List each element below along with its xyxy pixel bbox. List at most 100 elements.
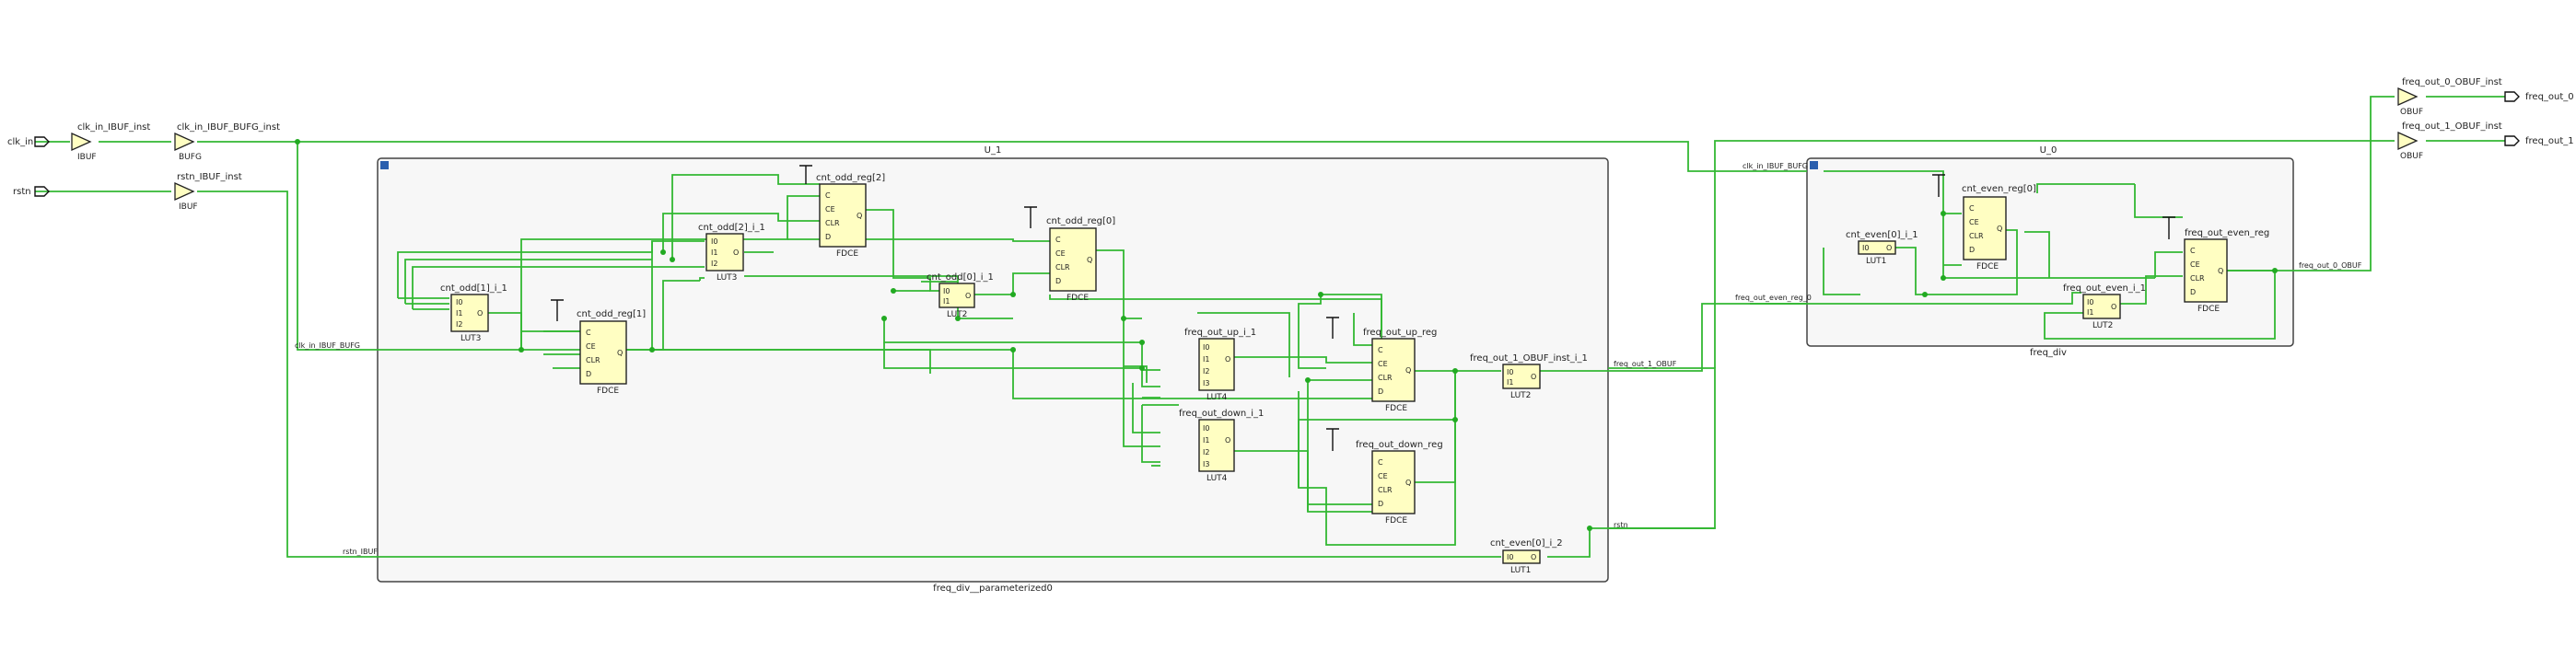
pin-label: Q: [1087, 256, 1092, 264]
pin-label: D: [1969, 246, 1975, 254]
hier-u0-instance-label: U_0: [2040, 145, 2057, 156]
pin-label: O: [2111, 303, 2116, 311]
pin-label: D: [2190, 288, 2196, 296]
pin-label: CLR: [825, 219, 840, 227]
pin-label: Q: [1405, 479, 1411, 487]
pin-label: I1: [711, 248, 717, 257]
cell-type: FDCE: [1976, 262, 1999, 272]
pin-label: I0: [943, 287, 950, 295]
cell-type: LUT3: [460, 334, 481, 343]
port-clk-in[interactable]: clk_in: [7, 136, 50, 147]
pin-label: I1: [943, 297, 950, 306]
pin-label: I0: [1203, 343, 1209, 352]
hier-expand-icon[interactable]: [380, 161, 389, 169]
port-clk-in-label: clk_in: [7, 137, 33, 147]
pin-label: CLR: [1378, 374, 1393, 382]
junction-dots: [295, 139, 2278, 531]
cell-name: cnt_odd[0]_i_1: [927, 272, 994, 283]
cell-name: freq_out_0_OBUF_inst: [2402, 77, 2502, 87]
cell-obuf-0[interactable]: freq_out_0_OBUF_inst OBUF: [2397, 77, 2502, 117]
pin-label: D: [1055, 277, 1061, 285]
cell-cnt-even-0-i1[interactable]: cnt_even[0]_i_1 I0 O LUT1: [1846, 230, 1918, 266]
cell-name: cnt_even[0]_i_2: [1490, 538, 1563, 549]
pin-label: I1: [456, 309, 462, 318]
output-port-icon: [2504, 91, 2520, 102]
pin-label: CE: [1378, 472, 1388, 480]
cell-name: rstn_IBUF_inst: [177, 172, 242, 182]
pin-label: I0: [1507, 368, 1513, 376]
net-label-rstn: rstn: [1614, 521, 1628, 529]
pin-label: I0: [1862, 244, 1869, 252]
cell-freq-out-up-reg[interactable]: freq_out_up_reg C CE CLR D Q FDCE: [1326, 317, 1437, 413]
pin-label: O: [1531, 373, 1536, 381]
buffer-icon: [71, 132, 92, 152]
cell-clk-bufg[interactable]: clk_in_IBUF_BUFG_inst BUFG: [174, 122, 280, 162]
port-freq-out-1-label: freq_out_1: [2525, 136, 2574, 146]
cell-freq-out-up-i1[interactable]: freq_out_up_i_1 I0 I1 I2 I3 O LUT4: [1184, 328, 1256, 402]
cell-name: cnt_odd_reg[1]: [577, 309, 646, 319]
port-rstn-label: rstn: [13, 187, 31, 197]
port-freq-out-1[interactable]: freq_out_1: [2504, 135, 2574, 146]
pin-label: I2: [1203, 448, 1209, 456]
pin-label: C: [586, 329, 591, 337]
pin-label: CE: [1378, 360, 1388, 368]
cell-freq-out-1-obuf-i1[interactable]: freq_out_1_OBUF_inst_i_1 I0 I1 O LUT2: [1470, 353, 1588, 400]
pin-label: CLR: [1969, 232, 1984, 240]
net-label-rst: rstn_IBUF: [343, 548, 378, 556]
cell-cnt-odd-1-i1[interactable]: cnt_odd[1]_i_1 I0 I1 I2 O LUT3: [440, 283, 507, 343]
pin-label: CE: [825, 205, 835, 214]
cell-type: FDCE: [597, 387, 619, 396]
cell-cnt-odd-reg-2[interactable]: cnt_odd_reg[2] C CE CLR D Q FDCE: [799, 165, 885, 259]
hier-block-u1[interactable]: U_1 freq_div__parameterized0: [377, 145, 1609, 594]
cell-freq-out-even-i1[interactable]: freq_out_even_i_1 I0 I1 O LUT2: [2063, 283, 2146, 330]
pin-label: Q: [2218, 267, 2223, 275]
cell-freq-out-down-reg[interactable]: freq_out_down_reg C CE CLR D Q FDCE: [1326, 428, 1443, 526]
cell-type: FDCE: [2197, 305, 2220, 314]
pin-label: I2: [456, 320, 462, 329]
pin-label: Q: [1405, 366, 1411, 375]
cell-cnt-odd-reg-0[interactable]: cnt_odd_reg[0] C CE CLR D Q FDCE: [1024, 206, 1115, 303]
pin-label: D: [1378, 387, 1383, 396]
pin-label: C: [1378, 458, 1383, 467]
wire-network: [35, 96, 2505, 558]
cell-cnt-even-0-i2[interactable]: cnt_even[0]_i_2 I0 O LUT1: [1490, 538, 1563, 575]
pin-label: Q: [617, 349, 623, 357]
pin-label: I0: [2087, 298, 2093, 306]
pin-label: I2: [1203, 367, 1209, 375]
pin-label: CE: [2190, 260, 2200, 269]
cell-type: LUT1: [1866, 257, 1886, 266]
cell-rstn-ibuf[interactable]: rstn_IBUF_inst IBUF: [174, 172, 242, 212]
pin-label: CE: [1969, 218, 1979, 226]
hier-u1-module-label: freq_div__parameterized0: [933, 583, 1053, 594]
cell-name: freq_out_down_i_1: [1179, 409, 1264, 419]
pin-label: I0: [456, 298, 462, 306]
cell-cnt-odd-reg-1[interactable]: cnt_odd_reg[1] C CE CLR D Q FDCE: [551, 299, 646, 396]
cell-name: freq_out_1_OBUF_inst: [2402, 121, 2502, 132]
pin-label: D: [825, 233, 831, 241]
pin-label: I2: [711, 260, 717, 268]
pin-label: I3: [1203, 379, 1209, 387]
cell-type: LUT1: [1510, 566, 1531, 575]
hier-expand-icon[interactable]: [1810, 161, 1818, 169]
cell-cnt-odd-2-i1[interactable]: cnt_odd[2]_i_1 I0 I1 I2 O LUT3: [698, 223, 765, 283]
cell-cnt-odd-0-i1[interactable]: cnt_odd[0]_i_1 I0 I1 O LUT2: [927, 272, 994, 319]
cell-obuf-1[interactable]: freq_out_1_OBUF_inst OBUF: [2397, 121, 2502, 161]
cell-name: cnt_odd[1]_i_1: [440, 283, 507, 294]
cell-name: cnt_even[0]_i_1: [1846, 230, 1918, 240]
cell-clk-ibuf[interactable]: clk_in_IBUF_inst IBUF: [71, 122, 150, 162]
pin-label: C: [825, 191, 831, 200]
net-label-u0-clk: clk_in_IBUF_BUFG: [1743, 162, 1808, 170]
pin-label: CLR: [2190, 274, 2205, 283]
net-label-out1: freq_out_1_OBUF: [1614, 360, 1677, 368]
pin-label: I0: [1203, 424, 1209, 433]
buffer-icon: [174, 132, 195, 152]
cell-freq-out-even-reg[interactable]: freq_out_even_reg C CE CLR D Q FDCE: [2162, 216, 2269, 314]
cell-freq-out-down-i1[interactable]: freq_out_down_i_1 I0 I1 I2 I3 O LUT4: [1179, 409, 1264, 483]
cell-cnt-even-reg-0[interactable]: cnt_even_reg[0] C CE CLR D Q FDCE: [1932, 174, 2036, 272]
net-label-clk: clk_in_IBUF_BUFG: [295, 341, 360, 350]
port-freq-out-0[interactable]: freq_out_0: [2504, 91, 2574, 102]
pin-label: CLR: [1055, 263, 1070, 272]
port-rstn[interactable]: rstn: [13, 186, 50, 197]
hier-block-u0[interactable]: U_0 freq_div: [1806, 145, 2294, 358]
